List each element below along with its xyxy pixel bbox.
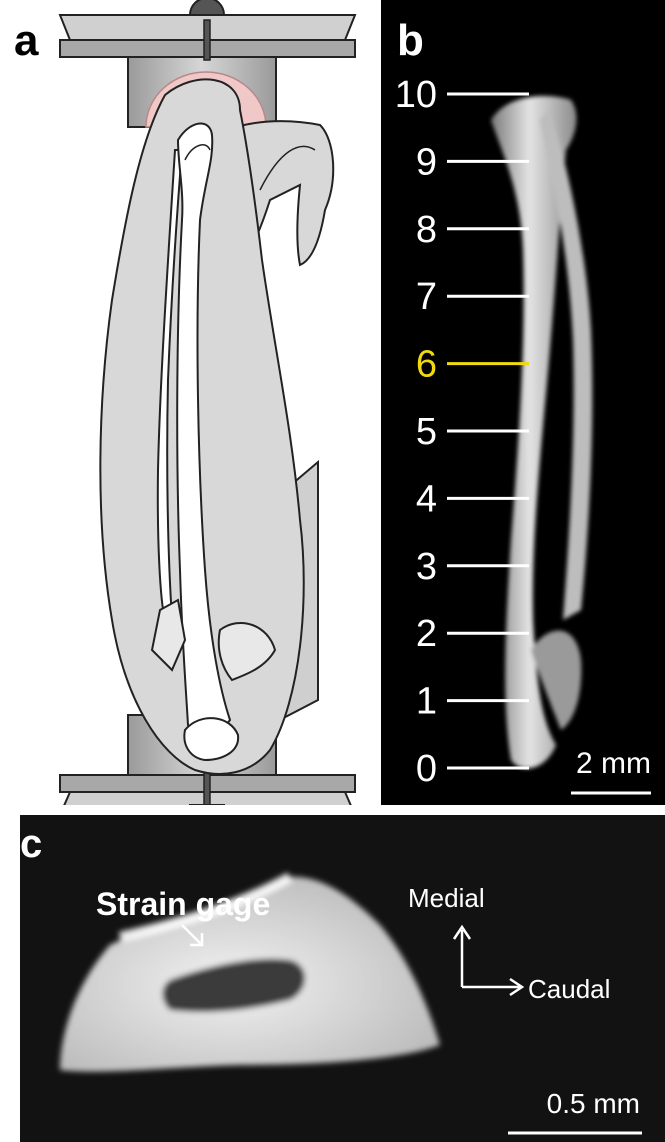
caudal-label: Caudal xyxy=(528,974,610,1004)
level-label-8: 8 xyxy=(416,209,437,251)
scale-bar-label-c: 0.5 mm xyxy=(547,1088,640,1119)
level-label-3: 3 xyxy=(416,546,437,588)
level-label-5: 5 xyxy=(416,411,437,453)
loading-schematic: a xyxy=(0,0,375,805)
level-label-7: 7 xyxy=(416,276,437,318)
level-label-1: 1 xyxy=(416,681,437,723)
femoral-condyle xyxy=(184,718,238,760)
level-label-9: 9 xyxy=(416,141,437,183)
panel-a: a xyxy=(0,0,375,805)
cross-section-image: c Strain gage Medial Caudal 0.5 mm xyxy=(20,815,665,1142)
level-label-4: 4 xyxy=(416,478,437,520)
strain-gage-label: Strain gage xyxy=(96,886,270,922)
panel-letter-a: a xyxy=(14,16,39,65)
level-label-2: 2 xyxy=(416,613,437,655)
panel-letter-c: c xyxy=(20,822,42,866)
panel-c: c Strain gage Medial Caudal 0.5 mm xyxy=(20,815,665,1142)
level-label-10: 10 xyxy=(395,74,437,116)
orientation-arrows xyxy=(454,927,522,995)
scale-bar-label-b: 2 mm xyxy=(576,747,651,780)
level-label-0: 0 xyxy=(416,748,437,790)
level-label-6: 6 xyxy=(416,344,437,386)
medial-label: Medial xyxy=(408,883,485,913)
panel-letter-b: b xyxy=(397,16,424,65)
